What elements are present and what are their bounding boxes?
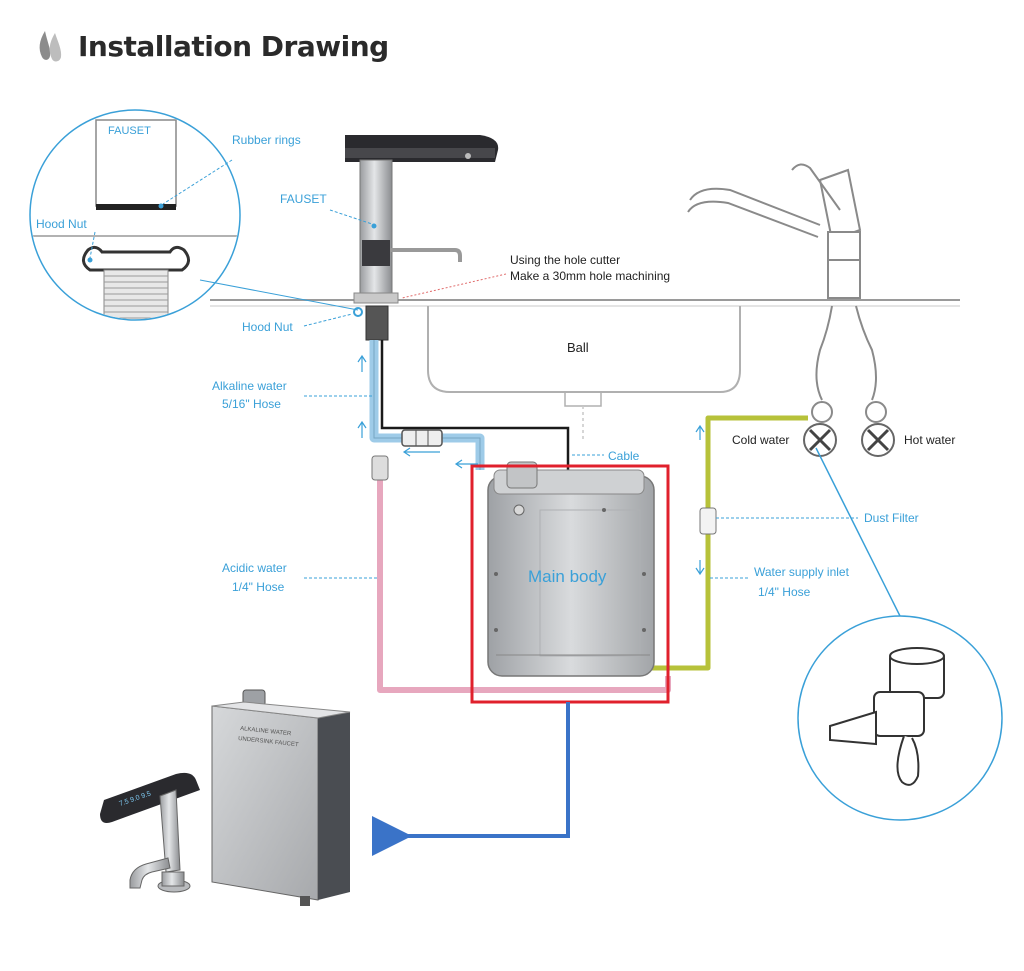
cold-water-valve [803,423,837,457]
fauset-label: FAUSET [280,192,327,206]
dust-filter-part [699,507,717,535]
page-header: Installation Drawing [36,22,389,70]
product-unit: ALKALINE WATER UNDERSINK FAUCET [211,689,351,906]
flow-arrows [357,354,705,576]
drops-icon [39,31,62,62]
supply-hose [652,415,808,671]
page-title: Installation Drawing [78,29,389,63]
product-faucet: 7.5 9.0 9.5 [100,772,200,893]
hole-cutter-label-1: Using the hole cutter [510,253,620,267]
acidic-label-2: 1/4" Hose [232,580,285,594]
zoom-hood-nut-label: Hood Nut [36,217,87,231]
cable-line [380,340,570,498]
zoom-fauset-label: FAUSET [108,125,151,137]
hole-cutter-label-2: Make a 30mm hole machining [510,269,670,283]
rubber-rings-label: Rubber rings [232,133,301,147]
alkaline-label-1: Alkaline water [212,379,287,393]
sink-basin [427,306,741,440]
supply-label-1: Water supply inlet [754,565,850,579]
main-body-unit [487,461,655,677]
zoom-detail-filter [797,615,1003,821]
acidic-label-1: Acidic water [222,561,287,575]
dust-filter-label: Dust Filter [864,511,919,525]
product-unit-label-1: ALKALINE WATER [240,726,292,737]
drain-arrow [372,702,570,856]
alkaline-label-2: 5/16" Hose [222,397,281,411]
cable-label: Cable [608,449,640,463]
main-body-label: Main body [528,567,607,586]
zoom-detail-faucet [29,109,241,321]
ball-label: Ball [567,340,589,355]
supply-label-2: 1/4" Hose [758,585,811,599]
mixer-faucet [687,163,887,423]
hot-water-valve [861,423,895,457]
cold-water-label: Cold water [732,433,789,447]
hot-water-label: Hot water [904,433,955,447]
hood-nut-label: Hood Nut [242,320,293,334]
hose-connector [401,429,443,447]
faucet [345,135,499,341]
